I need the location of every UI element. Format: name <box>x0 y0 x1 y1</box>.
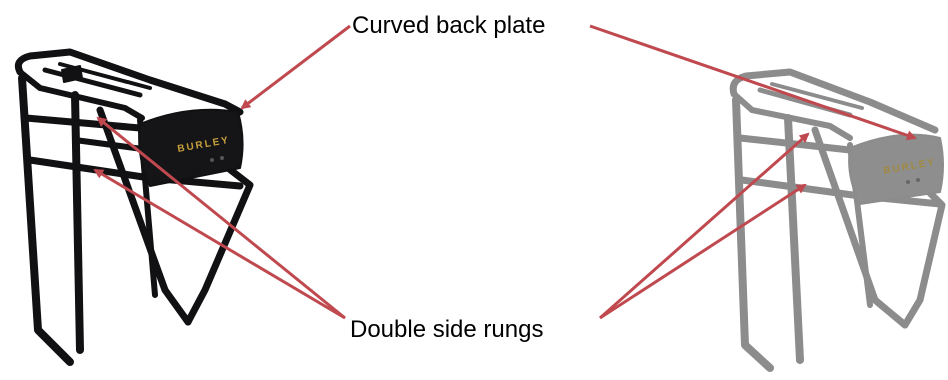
rack-top-rail <box>729 68 939 134</box>
arrow-to-left-upper-rung <box>96 116 346 320</box>
annotation-arrows <box>93 24 917 320</box>
rack-leg-rear-left <box>96 106 192 326</box>
rack-top-rail <box>14 48 244 116</box>
curved-back-plate <box>848 133 944 205</box>
silver-rear-rack: BURLEY <box>729 68 946 372</box>
rack-leg-rear-right <box>901 184 946 329</box>
arrow-to-left-back-plate <box>240 24 351 110</box>
curved-back-plate-label: Curved back plate <box>352 12 545 39</box>
arrow-to-left-lower-rung <box>93 168 346 320</box>
rack-leg-rear-right <box>184 164 254 326</box>
double-side-rungs-label: Double side rungs <box>350 316 543 343</box>
rack-leg-middle <box>71 91 84 354</box>
rack-leg-rear-left <box>811 126 909 329</box>
arrow-to-right-lower-rung <box>599 183 807 320</box>
arrow-to-right-upper-rung <box>599 132 810 320</box>
rack-leg-middle <box>784 114 804 364</box>
curved-back-plate <box>138 108 244 187</box>
side-rung-upper <box>22 114 144 132</box>
rack-top-rail-inner <box>17 69 145 121</box>
black-rear-rack: BURLEY <box>14 48 254 366</box>
arrow-to-right-back-plate <box>589 24 917 141</box>
